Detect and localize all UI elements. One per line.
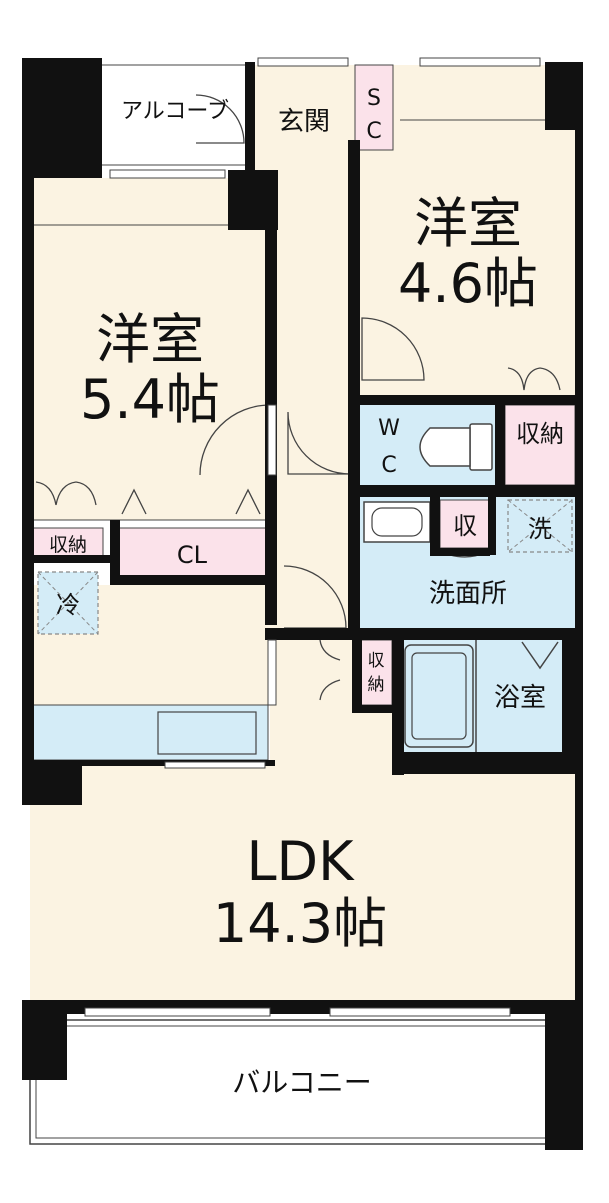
- entrance-label: 玄関: [278, 107, 330, 137]
- storage-right-label: 収納: [516, 420, 564, 448]
- balcony-area: [29, 1019, 559, 1145]
- fridge-space: [37, 571, 99, 635]
- western-room-1-size: 5.4帖: [80, 368, 220, 431]
- western-room-1-name: 洋室: [96, 308, 204, 371]
- storage-small-label: 収: [453, 512, 477, 540]
- wc-label-bottom: C: [381, 453, 396, 478]
- bathtub-icon: [404, 644, 474, 748]
- alcove-label: アルコーブ: [121, 99, 229, 124]
- western-room-2-name: 洋室: [414, 192, 522, 255]
- closet: [117, 527, 269, 579]
- windows: [84, 57, 541, 1017]
- toilet-icon: [419, 423, 493, 471]
- storage-hall: [359, 639, 393, 706]
- wc-label-top: W: [378, 416, 400, 441]
- shoe-closet-label-top: S: [367, 86, 381, 111]
- shoe-closet: [354, 64, 394, 151]
- bathroom-label: 浴室: [494, 683, 546, 713]
- hallway-floor: [272, 170, 358, 640]
- walls: [22, 58, 583, 1150]
- kitchen-sink: [157, 711, 257, 755]
- storage-left-label: 収納: [49, 534, 87, 556]
- washer-label: 洗: [528, 515, 552, 543]
- storage-right: [504, 404, 576, 486]
- storage-left: [32, 527, 104, 559]
- balcony-label: バルコニー: [232, 1066, 371, 1099]
- bath-door-mark: [521, 641, 559, 670]
- shoe-closet-label-bottom: C: [366, 119, 381, 144]
- western-room-1-floor: [30, 178, 275, 520]
- washroom-label: 洗面所: [429, 579, 507, 609]
- washbasin-icon: [363, 501, 431, 543]
- fridge-label: 冷: [56, 591, 80, 619]
- storage-hall-label-bottom: 納: [368, 675, 385, 695]
- storage-small: [439, 499, 491, 549]
- entrance-floor: [255, 65, 355, 175]
- ldk-upper-floor: [80, 765, 280, 805]
- storage-hall-label-top: 収: [368, 651, 385, 671]
- western-room-2-size: 4.6帖: [398, 252, 538, 315]
- washer-space: [507, 499, 573, 553]
- ldk-name: LDK: [246, 830, 355, 893]
- closet-label: CL: [177, 541, 208, 569]
- ldk-floor: [30, 770, 578, 1010]
- ldk-size: 14.3帖: [213, 892, 387, 955]
- alcove-area: [99, 64, 253, 166]
